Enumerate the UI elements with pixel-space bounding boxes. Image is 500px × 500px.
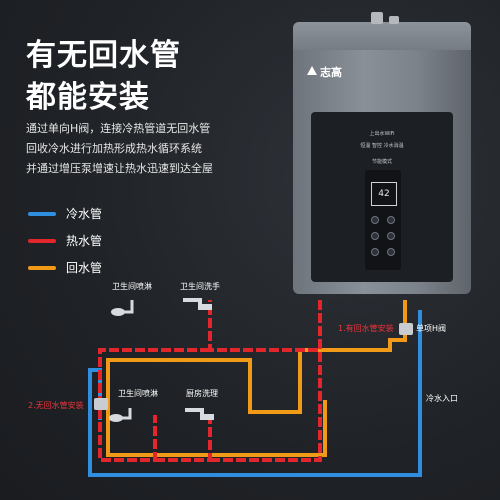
headline-line2: 都能安装 bbox=[26, 80, 150, 115]
hot-pipe bbox=[98, 300, 322, 462]
fixture-label-shower-bottom: 卫生间喷淋 bbox=[118, 389, 158, 398]
panel-text-1: 上出水WiFi bbox=[369, 131, 395, 137]
annotation-no-return: 2.无回水管安装 bbox=[28, 401, 84, 410]
description-line1: 通过单向H阀，连接冷热管道无回水管 bbox=[26, 122, 211, 135]
heater-pipe-stub bbox=[389, 16, 399, 24]
panel-button[interactable] bbox=[371, 216, 379, 224]
heater-pipe-stub bbox=[371, 12, 383, 24]
h-valve bbox=[399, 323, 413, 335]
brand-logo-icon bbox=[307, 66, 317, 75]
legend-cold-label: 冷水管 bbox=[66, 207, 103, 221]
shower-icon bbox=[109, 408, 132, 422]
panel-button[interactable] bbox=[371, 248, 379, 256]
legend-hot-swatch bbox=[28, 238, 56, 243]
annotation-h-valve: 单项H阀 bbox=[416, 324, 447, 333]
heater-brand-text: 志高 bbox=[320, 66, 342, 79]
legend-hot: 热水管 bbox=[28, 232, 102, 249]
bypass-valve bbox=[94, 398, 108, 410]
legend-return-swatch bbox=[28, 265, 56, 270]
legend-cold-swatch bbox=[28, 211, 56, 216]
fixture-label-shower-top: 卫生间喷淋 bbox=[112, 282, 152, 291]
faucet-icon bbox=[185, 408, 214, 420]
heater-control-panel: 上出水WiFi 恒温 智控 冷水消温 节能模式 42 bbox=[311, 112, 453, 282]
panel-text-2: 恒温 智控 冷水消温 bbox=[360, 143, 404, 149]
legend-return-label: 回水管 bbox=[66, 261, 103, 275]
legend-cold: 冷水管 bbox=[28, 205, 102, 222]
shower-icon bbox=[111, 300, 134, 316]
faucet-icon bbox=[183, 298, 212, 310]
heater-top-plate bbox=[293, 22, 471, 50]
panel-button[interactable] bbox=[387, 216, 395, 224]
heater-brand: 志高 bbox=[307, 64, 342, 80]
fixture-label-sink-top: 卫生间洗手 bbox=[180, 282, 220, 291]
legend-hot-label: 热水管 bbox=[66, 234, 103, 248]
panel-button[interactable] bbox=[387, 232, 395, 240]
panel-text-3: 节能模式 bbox=[371, 159, 392, 165]
heater-display: 42 bbox=[365, 170, 401, 270]
description-line2: 回收冷水进行加热形成热水循环系统 bbox=[26, 142, 202, 155]
legend-return: 回水管 bbox=[28, 259, 102, 276]
annotation-cold-inlet: 冷水入口 bbox=[426, 394, 458, 403]
water-heater: 志高 上出水WiFi 恒温 智控 冷水消温 节能模式 42 bbox=[293, 12, 471, 294]
annotation-has-return: 1.有回水管安装 bbox=[338, 324, 394, 333]
headline-line1: 有无回水管 bbox=[26, 38, 181, 73]
return-pipe bbox=[106, 300, 407, 457]
description-line3: 并通过增压泵增速让热水迅速到达全屋 bbox=[26, 162, 213, 175]
fixture-label-kitchen: 厨房洗理 bbox=[186, 389, 218, 398]
panel-button[interactable] bbox=[387, 248, 395, 256]
temperature-readout: 42 bbox=[371, 182, 397, 206]
panel-button[interactable] bbox=[371, 232, 379, 240]
